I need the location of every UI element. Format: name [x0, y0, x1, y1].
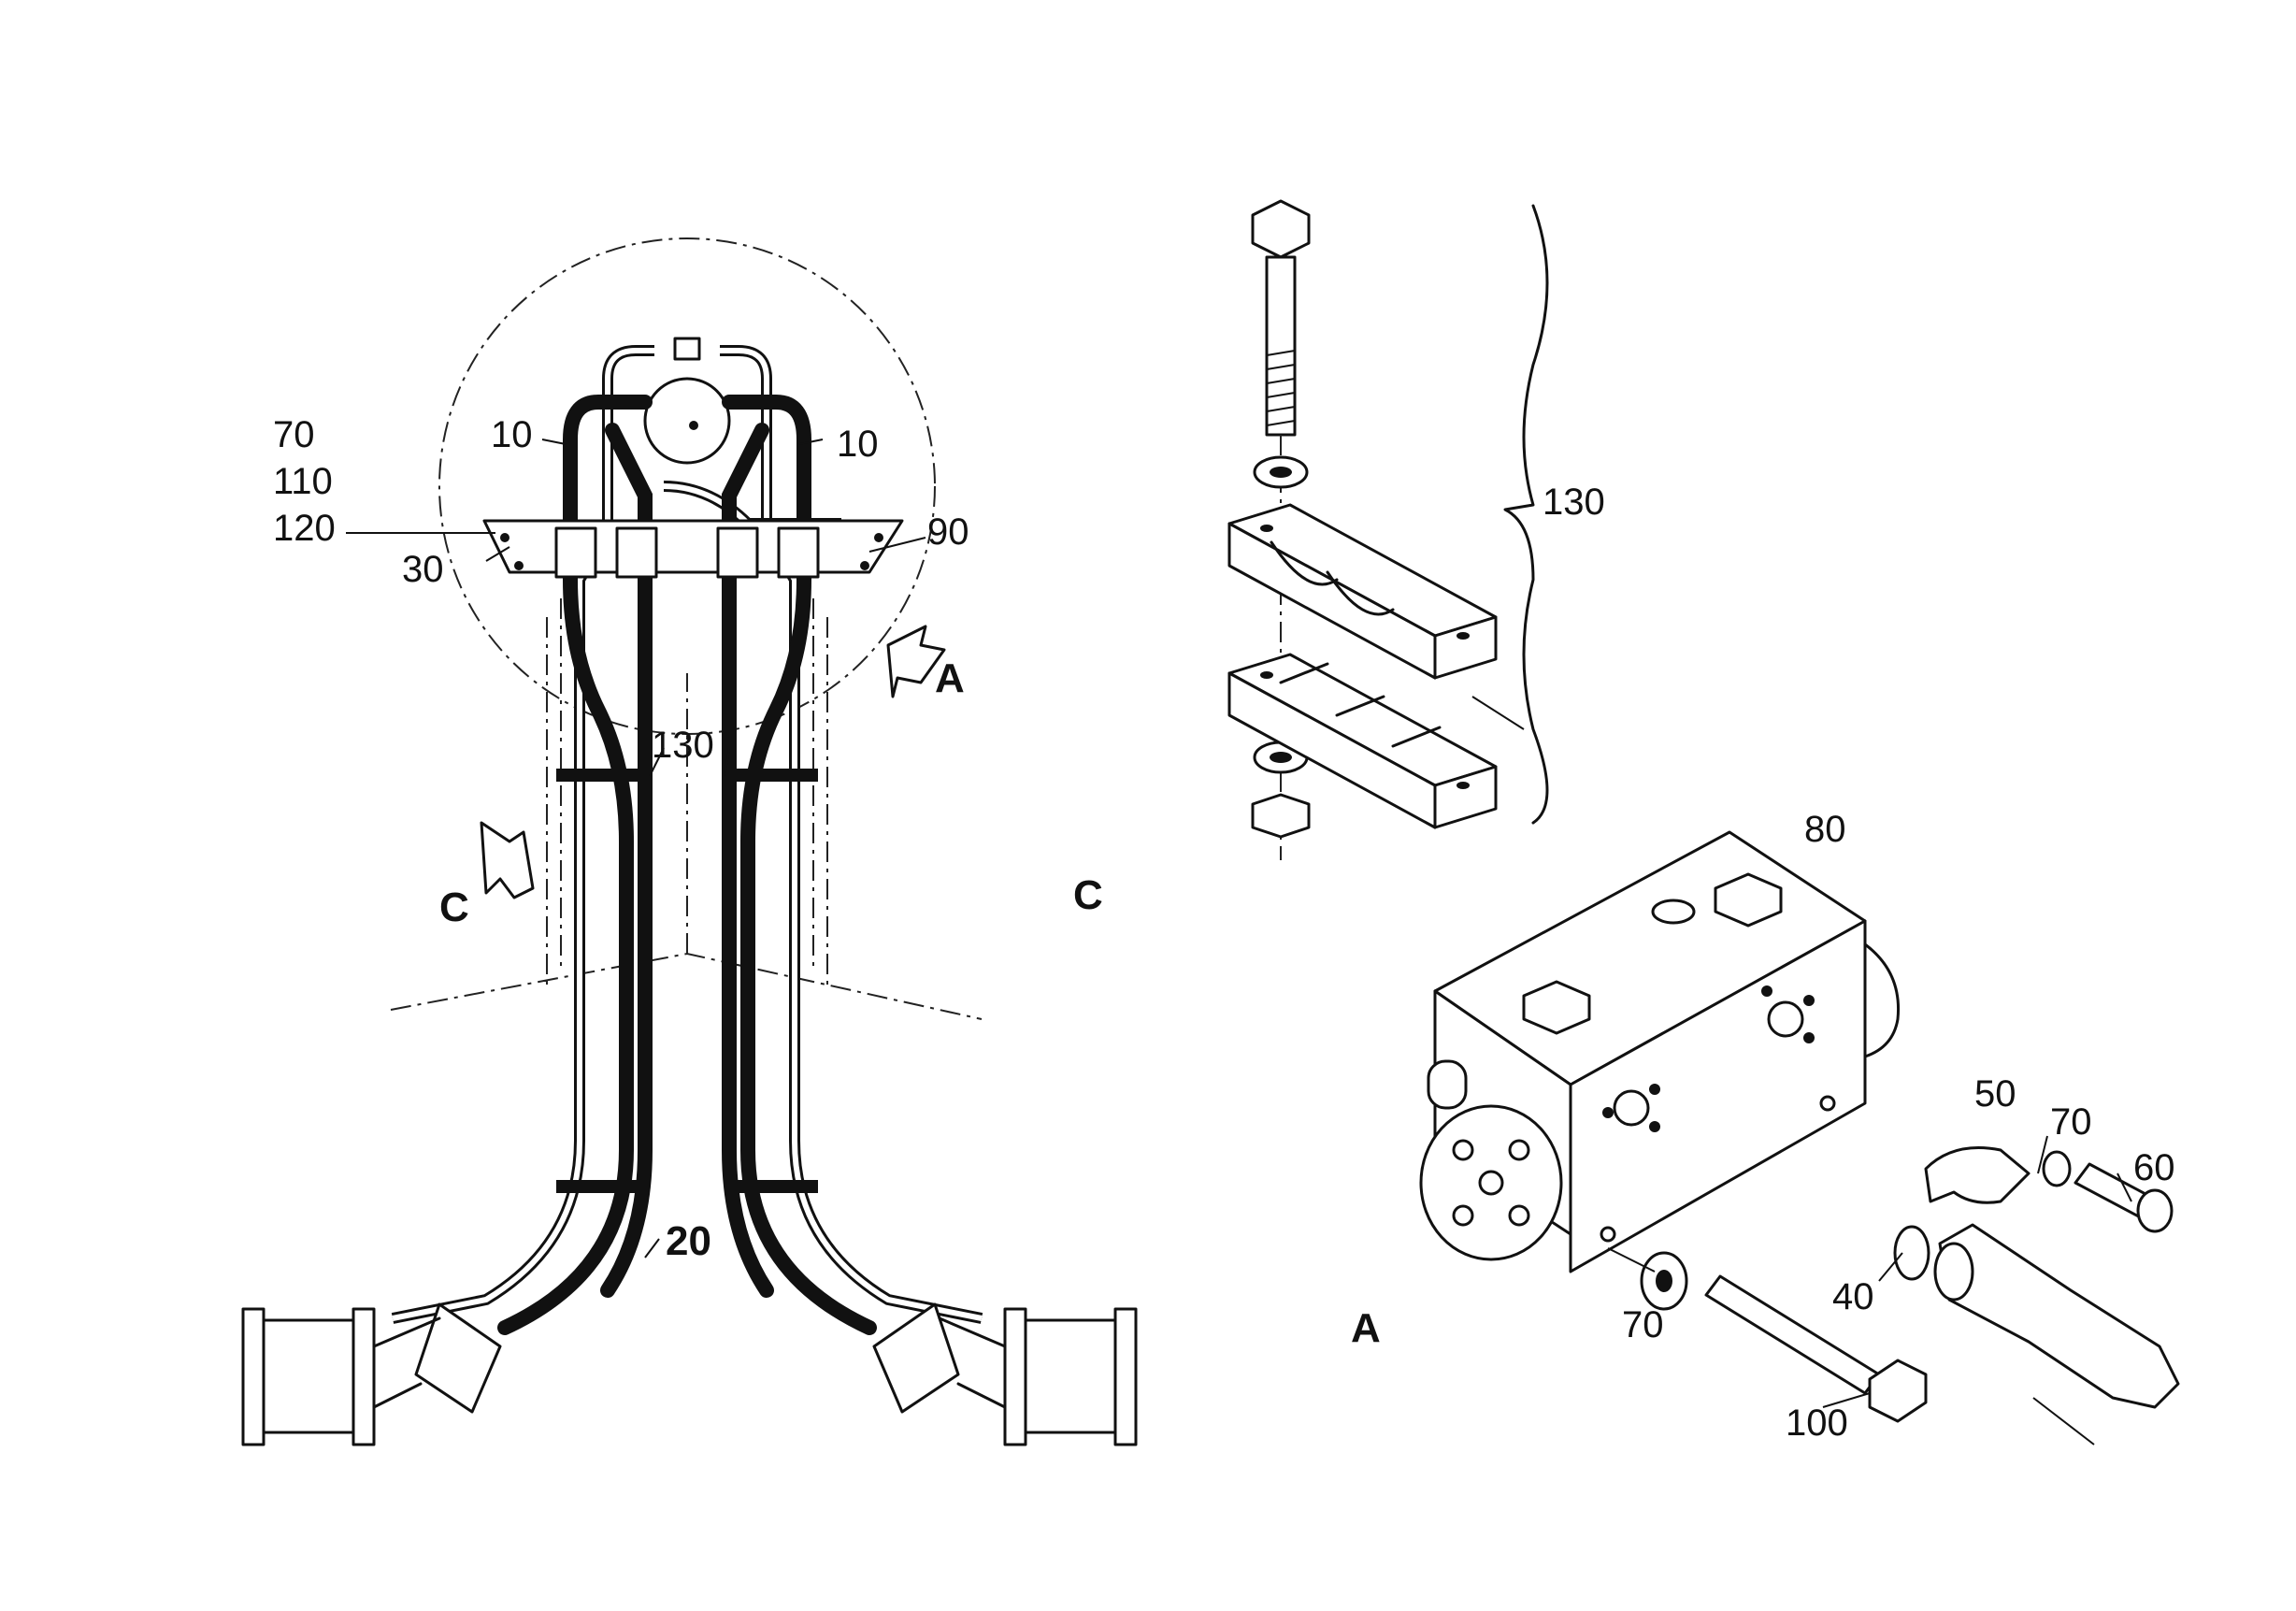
o-ring [1893, 1225, 1930, 1281]
clamp-half-lower [1227, 653, 1498, 829]
label-stack-120: 120 [273, 508, 336, 549]
valve-block-view [1419, 696, 2180, 1446]
view-a-arrow [886, 625, 946, 698]
label-view-c-arrow: C [439, 885, 469, 930]
hose-clamps [556, 769, 818, 1193]
clamp-exploded-view [1227, 199, 1549, 860]
flange-washer [2042, 1150, 2072, 1187]
label-pipe-20: 20 [666, 1218, 711, 1264]
label-clamp-130-left: 130 [652, 725, 714, 766]
bracket-fittings [554, 526, 820, 579]
hydraulic-hose-assembly [241, 237, 1138, 1446]
centerline-guides [390, 598, 983, 1020]
label-valve-80: 80 [1804, 809, 1846, 850]
leader-lines-right [1471, 696, 2132, 1446]
label-flange-50: 50 [1974, 1073, 2016, 1115]
leader-lines-left [346, 439, 926, 1259]
label-view-a-arrow: A [935, 655, 965, 701]
label-clamp-group-130: 130 [1543, 482, 1605, 523]
label-view-a-title: A [1351, 1305, 1381, 1351]
clamp-half-upper [1227, 503, 1498, 680]
label-stack-110: 110 [273, 461, 333, 502]
label-view-c-title: C [1073, 872, 1103, 918]
view-c-arrow [480, 821, 535, 899]
label-washer-70-bottom: 70 [1622, 1304, 1664, 1345]
pipe-flange [1938, 1223, 2180, 1409]
return-tubes [391, 345, 983, 1324]
detail-circle [438, 237, 936, 735]
main-hoses [497, 395, 877, 1335]
clamp-bolt [1251, 199, 1311, 259]
split-flange [1924, 1146, 2031, 1204]
group-brace [1503, 204, 1549, 825]
left-pump-connection [241, 1302, 502, 1446]
clamp-nut [1251, 793, 1311, 839]
right-pump-connection [872, 1302, 1138, 1446]
label-oring-40: 40 [1832, 1276, 1874, 1317]
label-stack-70: 70 [273, 414, 315, 455]
accumulator [643, 377, 731, 465]
mounting-bracket [482, 519, 904, 574]
label-washer-70-top: 70 [2050, 1101, 2092, 1143]
label-hose-left: 10 [491, 414, 533, 455]
face-ports [1600, 985, 1836, 1243]
label-hose-right: 10 [837, 424, 879, 465]
label-bolt-100: 100 [1786, 1402, 1848, 1444]
label-bracket-30: 30 [402, 549, 444, 590]
label-bracket-90: 90 [927, 511, 969, 553]
label-screw-60: 60 [2133, 1147, 2175, 1188]
